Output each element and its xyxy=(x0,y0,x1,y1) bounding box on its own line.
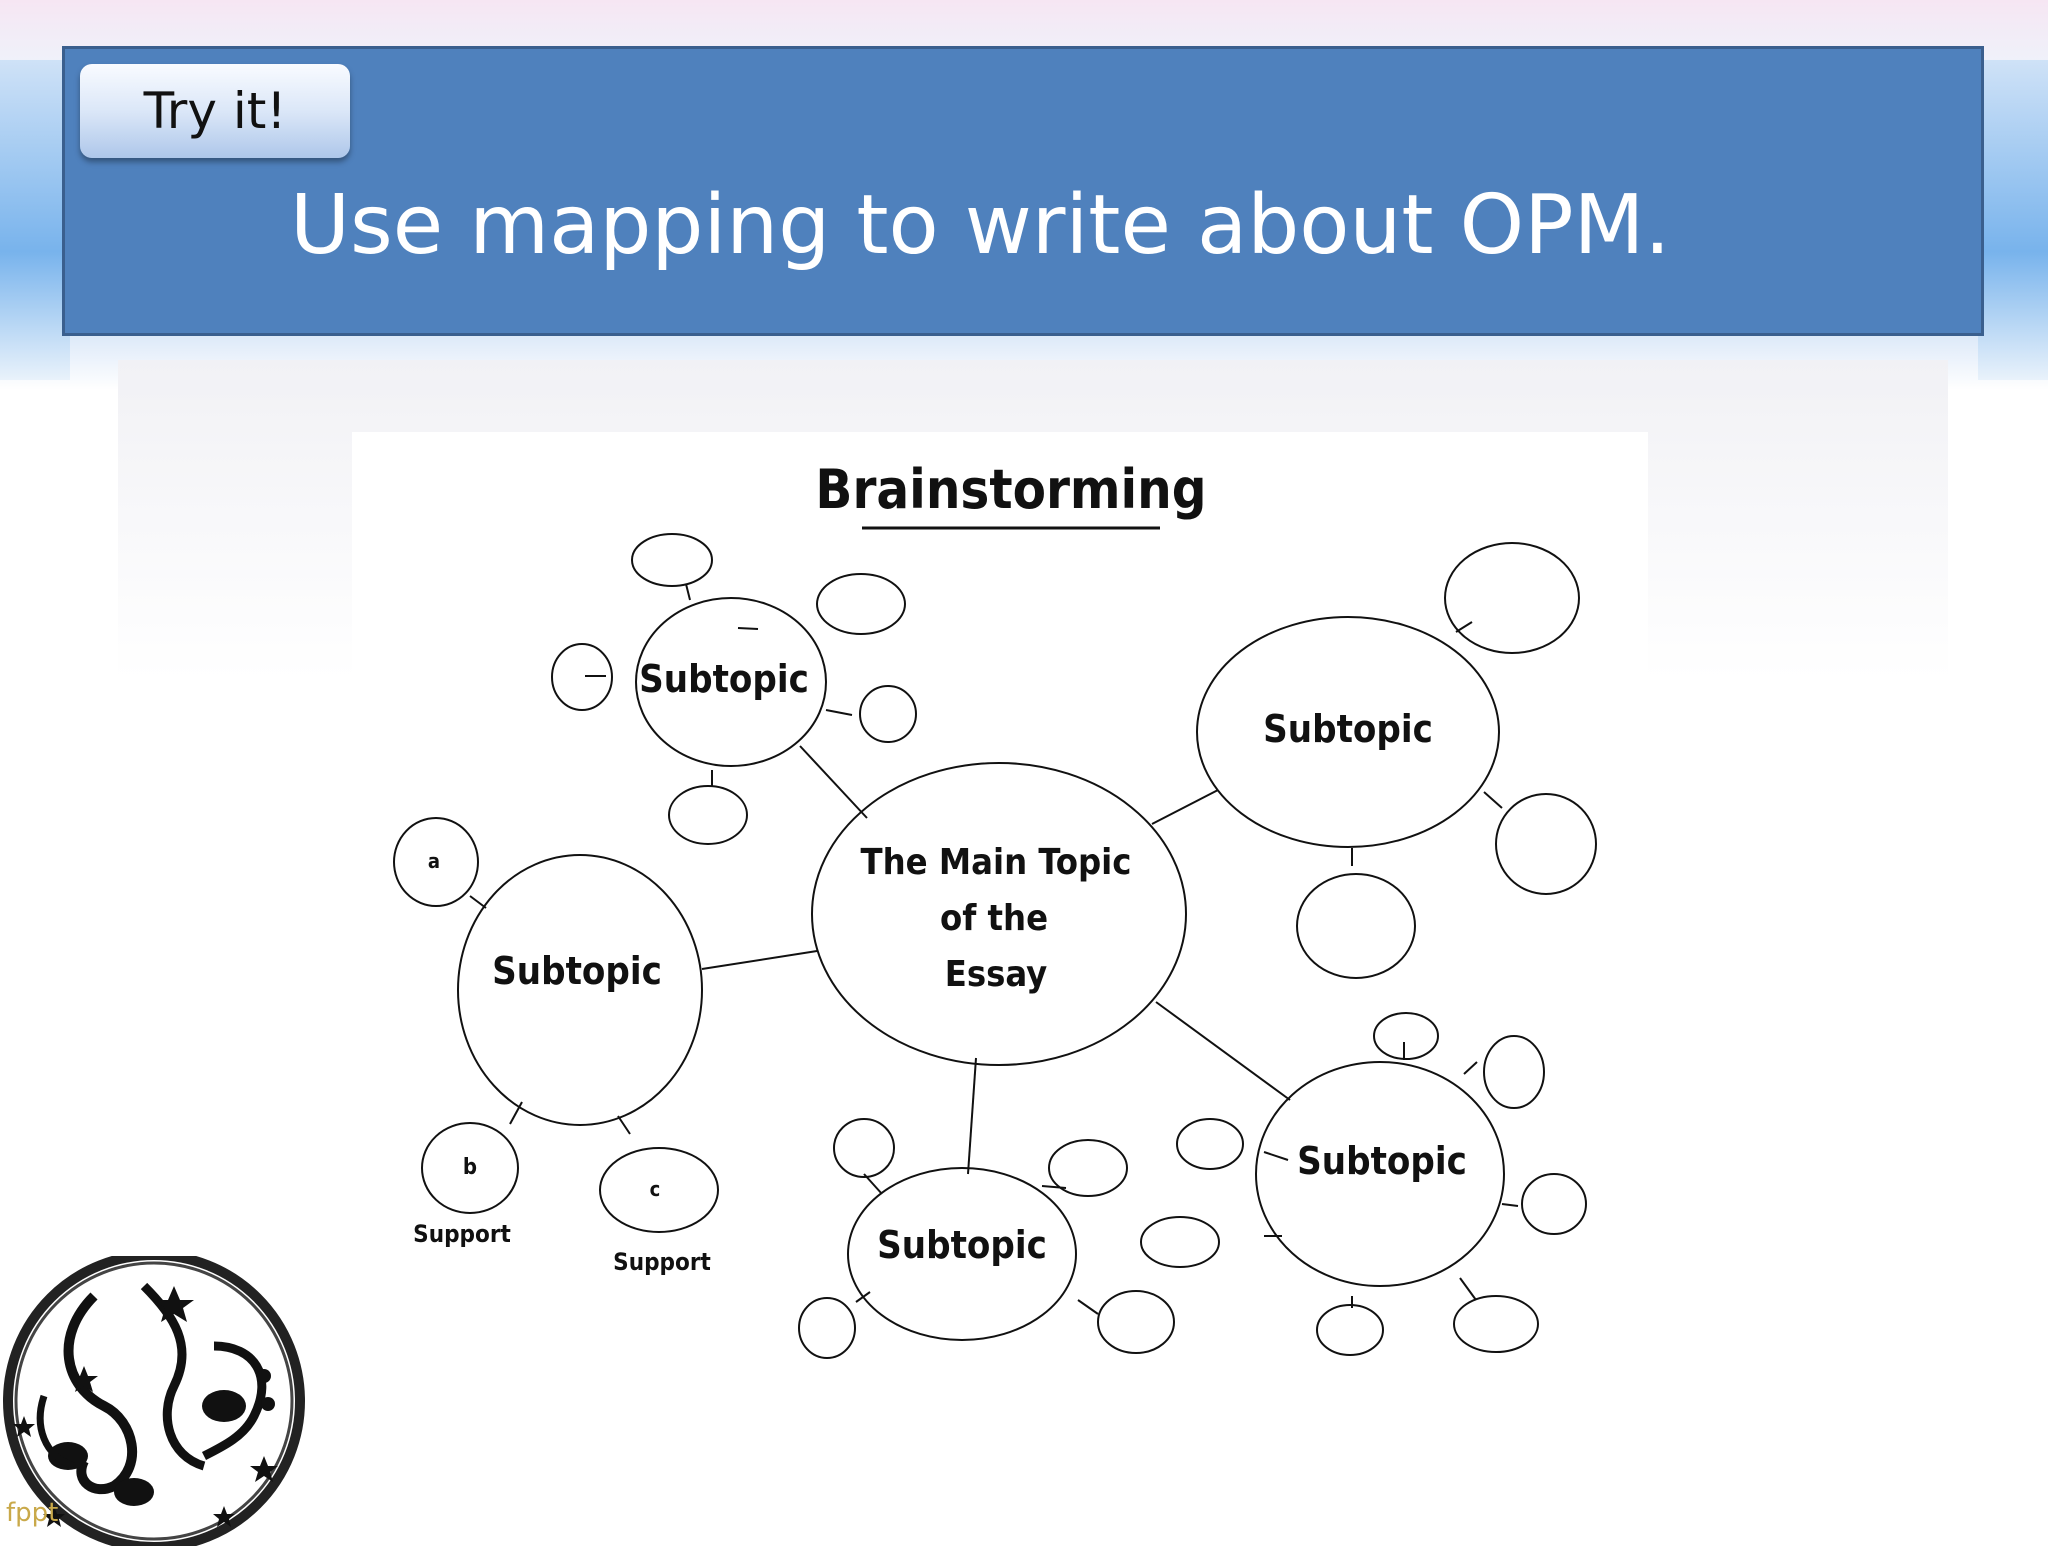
subtopic-bubble xyxy=(847,1167,1077,1341)
left-glow xyxy=(0,60,70,380)
title-bar xyxy=(62,46,1984,336)
connector xyxy=(701,950,818,970)
mind-map: Brainstorming The Main Topic of the Essa… xyxy=(393,458,1597,1359)
detail-bubble xyxy=(1521,1173,1587,1235)
detail-bubble xyxy=(833,1118,895,1178)
main-topic-bubble xyxy=(811,762,1187,1066)
detail-bubble xyxy=(816,573,906,635)
diagram-title: Brainstorming xyxy=(815,458,1206,521)
subtopic-bubble xyxy=(1196,616,1500,848)
support-bubble-c xyxy=(599,1147,719,1233)
main-topic-line-3: Essay xyxy=(945,954,1048,995)
logo-caption: fppt xyxy=(6,1498,59,1528)
detail-bubble xyxy=(798,1297,856,1359)
detail-bubble xyxy=(1483,1035,1545,1109)
connector xyxy=(1151,789,1219,825)
support-label-c: c xyxy=(650,1177,661,1201)
subtopic-label: Subtopic xyxy=(1263,707,1433,751)
detail-bubble xyxy=(1140,1216,1220,1268)
subtopic-bubble xyxy=(1255,1061,1505,1287)
support-label-b: b xyxy=(463,1155,477,1180)
detail-bubble xyxy=(631,533,713,587)
support-bubble-a xyxy=(393,817,479,907)
subtopic-label: Subtopic xyxy=(639,657,809,701)
subtopic-label: Subtopic xyxy=(492,949,662,993)
detail-bubble xyxy=(668,785,748,845)
detail-bubble xyxy=(1373,1012,1439,1060)
subtopic-label: Subtopic xyxy=(1297,1139,1467,1183)
music-notes-logo xyxy=(0,1250,316,1550)
detail-bubble xyxy=(1316,1304,1384,1356)
try-it-label: Try it! xyxy=(143,82,287,140)
connector xyxy=(799,745,868,819)
detail-bubble xyxy=(551,643,613,711)
support-caption: Support xyxy=(413,1220,511,1248)
subtopic-label: Subtopic xyxy=(877,1223,1047,1267)
connector xyxy=(1155,1001,1291,1101)
detail-bubble xyxy=(1444,542,1580,654)
subtopic-bubble xyxy=(635,597,827,767)
detail-bubble xyxy=(859,685,917,743)
support-bubble-b xyxy=(421,1122,519,1214)
right-glow xyxy=(1978,60,2048,380)
detail-bubble xyxy=(1453,1295,1539,1353)
support-label-a: a xyxy=(428,849,440,873)
detail-bubble xyxy=(1097,1290,1175,1354)
support-caption: Support xyxy=(613,1248,711,1276)
detail-bubble xyxy=(1176,1118,1244,1170)
subtopic-bubble xyxy=(457,854,703,1126)
try-it-tab[interactable]: Try it! xyxy=(80,64,350,158)
connector xyxy=(967,1057,977,1175)
slide-title: Use mapping to write about OPM. xyxy=(290,178,1671,273)
main-topic-line-1: The Main Topic xyxy=(861,842,1132,883)
brainstorming-diagram: Brainstorming The Main Topic of the Essa… xyxy=(352,432,1648,1432)
detail-bubble xyxy=(1495,793,1597,895)
detail-bubble xyxy=(1048,1139,1128,1197)
main-topic-line-2: of the xyxy=(940,898,1048,939)
detail-bubble xyxy=(1296,873,1416,979)
